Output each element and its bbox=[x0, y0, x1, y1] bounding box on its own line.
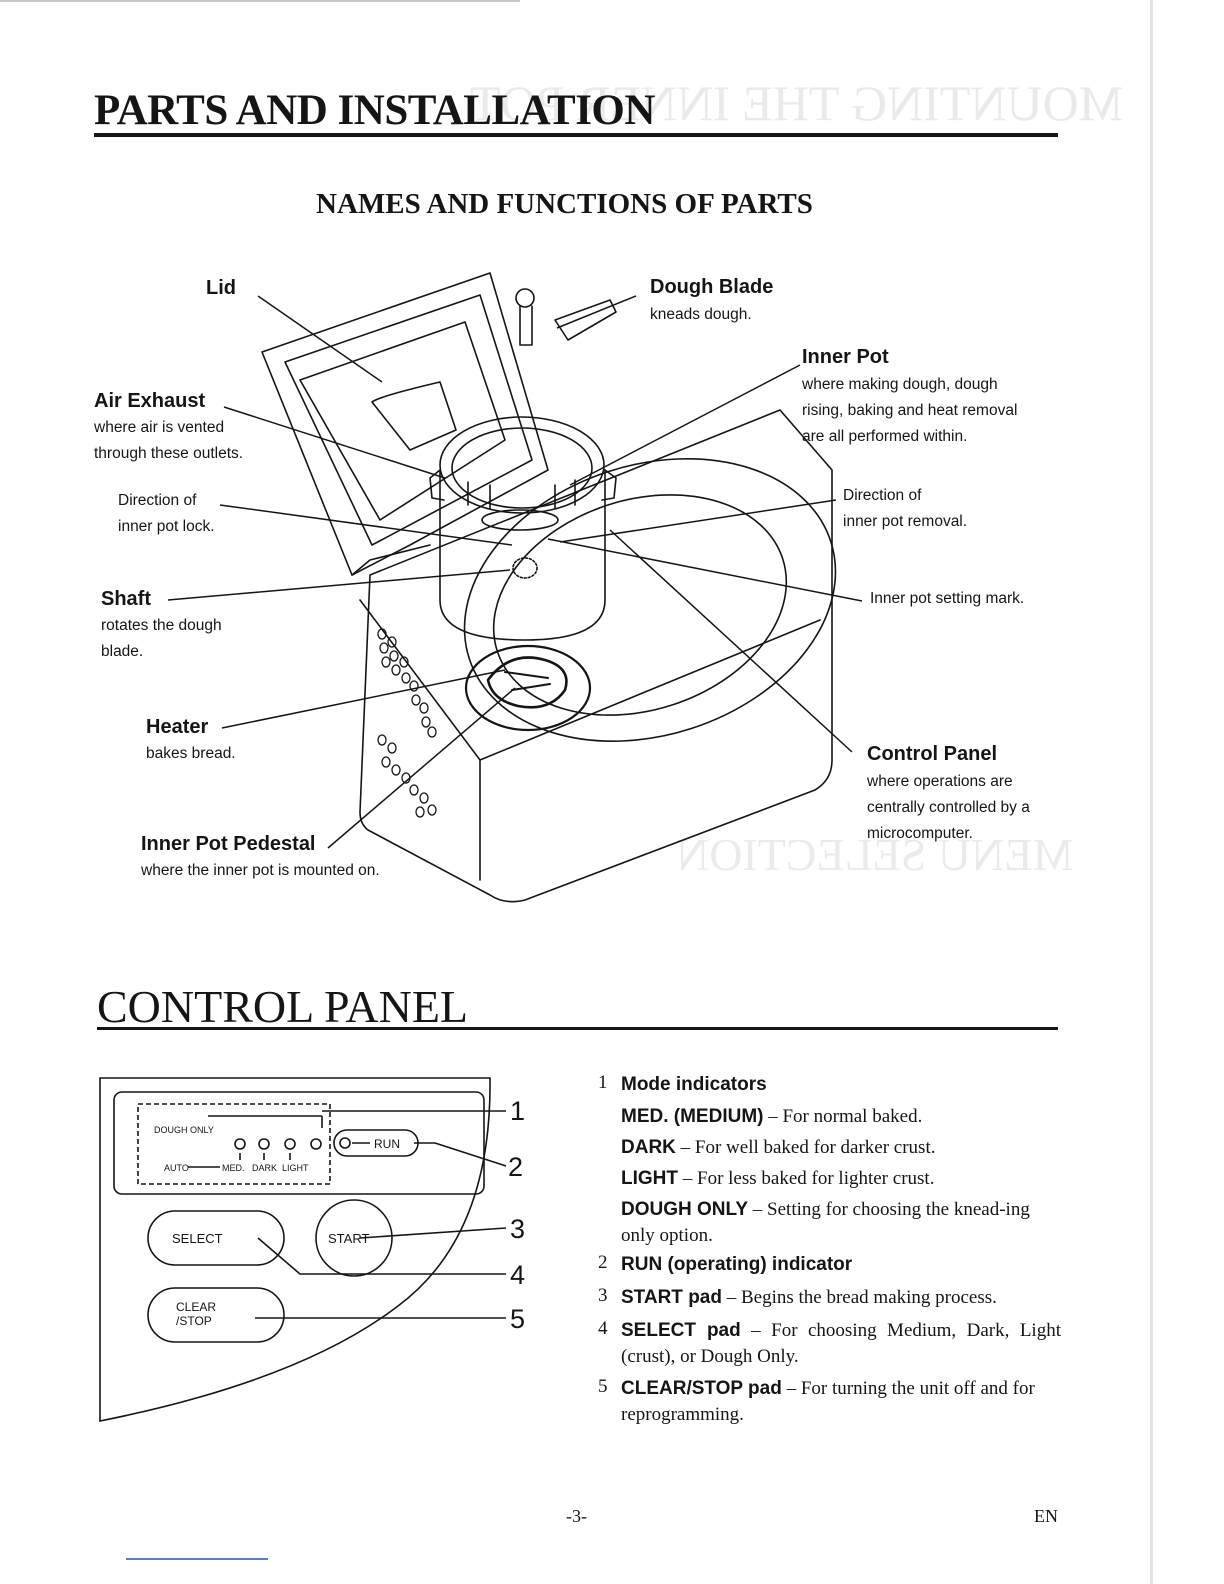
item-text: RUN (operating) indicator bbox=[621, 1254, 853, 1275]
label-inner-pot: Inner Pot bbox=[802, 346, 889, 368]
dough-only-label: DOUGH ONLY bbox=[154, 1125, 214, 1135]
select-button-label: SELECT bbox=[172, 1231, 223, 1246]
lock-direction-2: inner pot lock. bbox=[118, 518, 215, 535]
control-panel-title: CONTROL PANEL bbox=[97, 981, 469, 1032]
removal-direction-2: inner pot removal. bbox=[843, 513, 968, 530]
start-button-label: START bbox=[328, 1231, 369, 1246]
setting-mark: Inner pot setting mark. bbox=[870, 590, 1025, 607]
auto-label: AUTO bbox=[164, 1163, 189, 1173]
label-air-exhaust: Air Exhaust bbox=[94, 390, 206, 412]
callout-4: 4 bbox=[510, 1260, 525, 1290]
label-pedestal: Inner Pot Pedestal bbox=[141, 833, 316, 855]
title-rule bbox=[94, 133, 1058, 137]
callout-1: 1 bbox=[510, 1096, 525, 1126]
desc-heater: bakes bread. bbox=[146, 745, 236, 762]
desc-pedestal: where the inner pot is mounted on. bbox=[141, 862, 380, 879]
clear-button-label-1: CLEAR bbox=[176, 1300, 216, 1314]
lock-direction-1: Direction of bbox=[118, 492, 197, 509]
scan-edge-right bbox=[1150, 0, 1153, 1584]
desc-control-panel-1: where operations are bbox=[867, 773, 1013, 790]
item-text: LIGHT – For less baked for lighter crust… bbox=[621, 1168, 935, 1189]
control-panel-diagram: DOUGH ONLY AUTO MED. DARK LIGHT RUN SELE… bbox=[99, 1077, 525, 1422]
item-text: START pad – Begins the bread making proc… bbox=[621, 1287, 997, 1308]
item-number: 2 bbox=[598, 1252, 608, 1273]
light-label: LIGHT bbox=[282, 1163, 309, 1173]
item-text: SELECT pad – For choosing Medium, Dark, … bbox=[621, 1320, 1061, 1367]
scan-edge-top bbox=[0, 0, 520, 2]
desc-air-exhaust-1: where air is vented bbox=[94, 419, 225, 436]
desc-shaft-2: blade. bbox=[101, 643, 144, 660]
desc-shaft-1: rotates the dough bbox=[101, 617, 222, 634]
run-label: RUN bbox=[374, 1137, 400, 1151]
desc-inner-pot-3: are all performed within. bbox=[802, 428, 968, 445]
item-number: 5 bbox=[598, 1376, 608, 1397]
dark-label: DARK bbox=[252, 1163, 277, 1173]
label-shaft: Shaft bbox=[101, 588, 151, 610]
desc-control-panel-3: microcomputer. bbox=[867, 825, 973, 842]
desc-dough-blade: kneads dough. bbox=[650, 306, 752, 323]
label-heater: Heater bbox=[146, 716, 209, 738]
callout-2: 2 bbox=[508, 1152, 523, 1182]
item-text: MED. (MEDIUM) – For normal baked. bbox=[621, 1106, 923, 1127]
language-code: EN bbox=[1034, 1506, 1058, 1526]
callout-3: 3 bbox=[510, 1214, 525, 1244]
med-label: MED. bbox=[222, 1163, 245, 1173]
scan-edge-bottom bbox=[126, 1558, 268, 1560]
callout-5: 5 bbox=[510, 1304, 525, 1334]
page-number: -3- bbox=[566, 1506, 587, 1526]
item-text: DOUGH ONLY – Setting for choosing the kn… bbox=[621, 1199, 1030, 1246]
page-title: PARTS AND INSTALLATION bbox=[94, 87, 655, 134]
desc-control-panel-2: centrally controlled by a bbox=[867, 799, 1030, 816]
desc-air-exhaust-2: through these outlets. bbox=[94, 445, 244, 462]
label-dough-blade: Dough Blade bbox=[650, 276, 774, 298]
label-lid: Lid bbox=[206, 277, 236, 299]
desc-inner-pot-2: rising, baking and heat removal bbox=[802, 402, 1018, 419]
desc-inner-pot-1: where making dough, dough bbox=[802, 376, 998, 393]
removal-direction-1: Direction of bbox=[843, 487, 922, 504]
label-control-panel: Control Panel bbox=[867, 743, 998, 765]
item-text: Mode indicators bbox=[621, 1074, 767, 1095]
item-number: 1 bbox=[598, 1072, 608, 1093]
item-text: CLEAR/STOP pad – For turning the unit of… bbox=[621, 1378, 1035, 1425]
bread-maker-illustration bbox=[167, 272, 863, 903]
item-number: 3 bbox=[598, 1285, 608, 1306]
control-panel-rule bbox=[97, 1027, 1058, 1030]
item-number: 4 bbox=[598, 1318, 608, 1339]
item-text: DARK – For well baked for darker crust. bbox=[621, 1137, 936, 1158]
clear-button-label-2: /STOP bbox=[176, 1314, 212, 1328]
section-subtitle: NAMES AND FUNCTIONS OF PARTS bbox=[316, 188, 813, 220]
